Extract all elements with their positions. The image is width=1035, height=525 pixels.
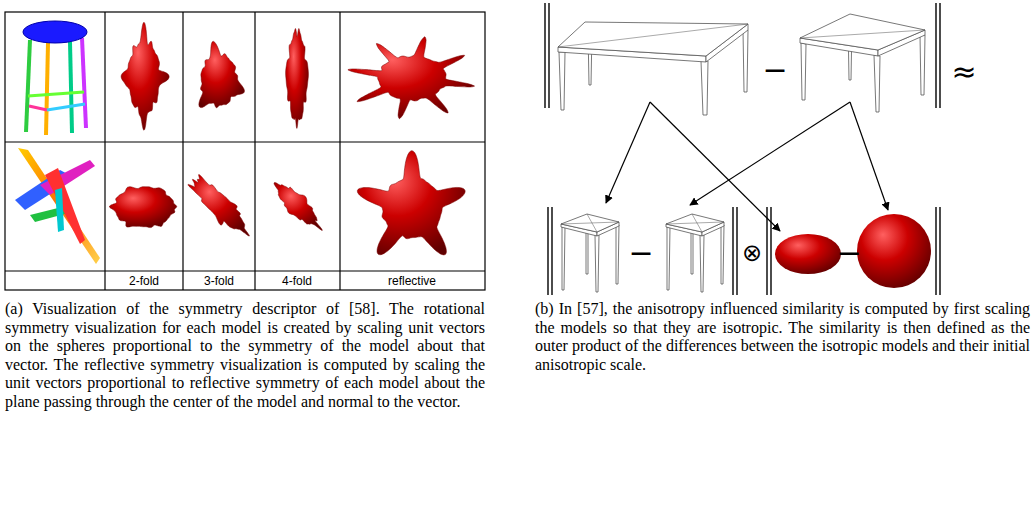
symmetry-blobs [109, 22, 474, 255]
small-table-part [667, 227, 670, 290]
caption-box: (b) In [57], the anisotropy influenced s… [535, 300, 1030, 374]
tall-table-part [801, 43, 806, 100]
wide-table-part [743, 30, 748, 92]
tall-table-part [800, 30, 925, 38]
stool-model-part [70, 42, 72, 133]
symmetry-blob [274, 183, 322, 231]
symmetry-blob [109, 187, 176, 228]
arrows [606, 102, 888, 231]
isotropic-sphere [857, 214, 931, 288]
cell-label-box: 3-fold [204, 275, 234, 287]
cell-label: 4-fold [282, 274, 312, 288]
symmetry-table-grid-part [182, 12, 183, 290]
norm-bars-part [551, 207, 552, 295]
stool-model-part [26, 40, 30, 132]
small-table-part [587, 214, 597, 232]
symmetry-blob [348, 37, 475, 119]
math-symbol: ⊗ [742, 239, 762, 267]
norm-bars-part [935, 207, 936, 295]
caption-box: (a) Visualization of the symmetry descri… [5, 300, 485, 411]
tall-table-part [800, 14, 925, 50]
small-table-part [700, 235, 704, 292]
norm-bars-part [736, 207, 737, 295]
small-table [561, 214, 619, 292]
symmetry-table-grid-part [254, 12, 255, 290]
stool-model-part [28, 92, 84, 96]
symmetry-blob [121, 22, 169, 130]
symmetry-blob [199, 41, 245, 107]
math-symbol: − [628, 235, 653, 270]
symmetry-blob [286, 28, 309, 128]
stool-model-part [47, 104, 85, 110]
arrows-part [850, 102, 888, 210]
wide-table-part [558, 24, 748, 47]
small-table-part [692, 214, 702, 232]
small-table-part [666, 214, 724, 232]
bird-model-part [55, 188, 64, 232]
caption: (a) Visualization of the symmetry descri… [5, 300, 485, 411]
small-table-part [562, 227, 565, 290]
symmetry-table-grid-part [339, 12, 340, 290]
cell-label: reflective [388, 274, 436, 288]
math-symbol: ≈ [951, 54, 976, 89]
norm-bars-part [939, 207, 940, 295]
small-table-part [616, 225, 619, 284]
norm-bars-part [548, 3, 549, 108]
small-table-part [666, 222, 724, 224]
norm-bars-part [732, 207, 733, 295]
norm-bars-part [770, 207, 771, 295]
norm-bars-part [935, 3, 936, 108]
tall-table [800, 14, 925, 112]
cell-label-box: 4-fold [282, 275, 312, 287]
small-table-part [561, 222, 619, 224]
small-table-part [721, 225, 724, 284]
norm-bars-part [544, 3, 545, 108]
norm-bars [545, 3, 940, 295]
symmetry-table-grid [5, 12, 485, 290]
wide-table-part [701, 61, 708, 115]
symmetry-blob [188, 175, 250, 237]
math-symbol-box: − [628, 238, 653, 268]
math-symbol: − [762, 52, 787, 87]
anisotropic-ellipsoid [775, 234, 841, 274]
stool-model-part [23, 21, 87, 43]
wide-table-part [559, 52, 565, 110]
math-symbol-box: ≈ [951, 57, 976, 87]
math-symbol-box: − [762, 55, 787, 85]
stool-model-part [82, 38, 86, 128]
caption: (b) In [57], the anisotropy influenced s… [535, 300, 1030, 374]
bird-model [15, 148, 100, 264]
small-table-part [561, 214, 619, 232]
math-symbol: − [836, 235, 861, 270]
math-symbol-box: − [836, 238, 861, 268]
tall-table-part [874, 55, 880, 112]
cell-label-box: reflective [388, 275, 436, 287]
tall-table-part [920, 35, 925, 95]
small-table [666, 214, 724, 292]
arrows-part [606, 102, 650, 203]
cell-label: 3-fold [204, 274, 234, 288]
norm-bars-part [939, 3, 940, 108]
symmetry-table-grid-part [5, 12, 485, 290]
symmetry-table-grid-part [5, 141, 485, 142]
cell-label: 2-fold [129, 274, 159, 288]
wide-table [558, 22, 748, 115]
stool-model-part [29, 106, 47, 110]
symmetry-table-grid-part [5, 270, 485, 271]
arrows-part [690, 102, 850, 205]
symmetry-blob [357, 151, 465, 255]
math-symbol-box: ⊗ [742, 241, 762, 265]
arrows-part [650, 102, 780, 231]
bird-model-part [45, 168, 85, 244]
wide-table-part [558, 22, 748, 56]
norm-bars-part [547, 207, 548, 295]
cell-label-box: 2-fold [129, 275, 159, 287]
stool-model-part [46, 43, 48, 135]
small-table-part [595, 235, 599, 292]
norm-bars-part [766, 207, 767, 295]
stool-model [23, 21, 87, 135]
symmetry-table-grid-part [104, 12, 105, 290]
